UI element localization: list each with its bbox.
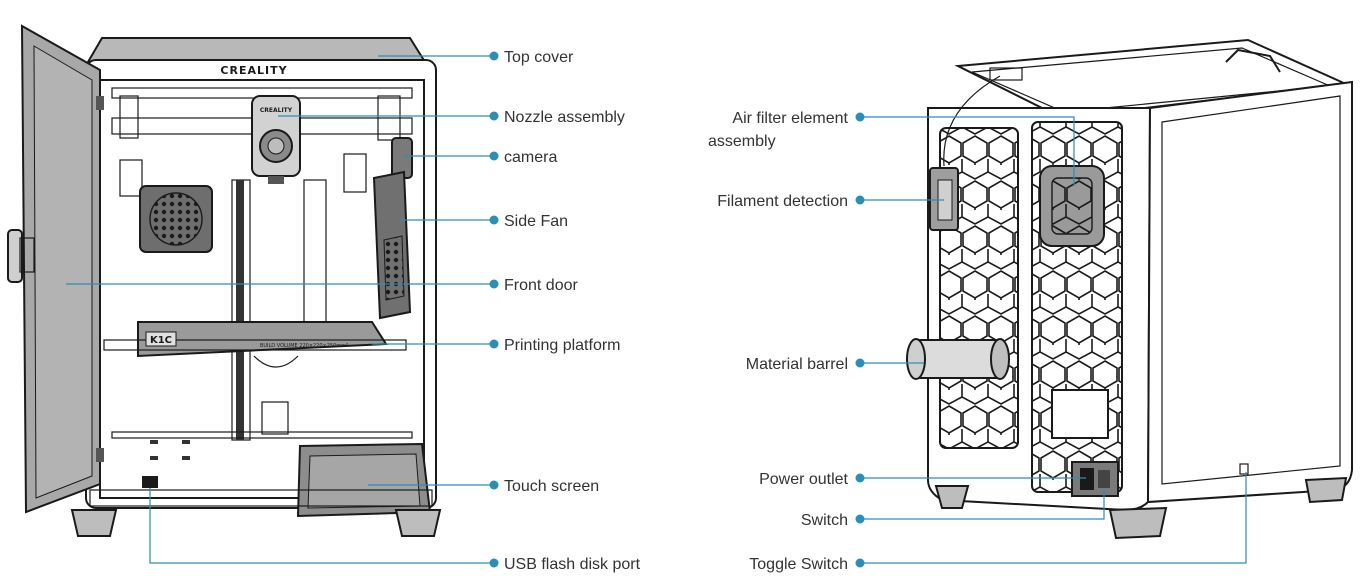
back-view (906, 38, 1353, 540)
leader-dot (489, 111, 499, 121)
leader-dot (489, 151, 499, 161)
leader-dot (489, 339, 499, 349)
leader-dot (489, 480, 499, 490)
label-nozzle-assembly: Nozzle assembly (504, 109, 625, 126)
label-toggle-switch: Toggle Switch (749, 556, 848, 573)
label-top-cover: Top cover (504, 49, 574, 66)
label-material-barrel: Material barrel (746, 356, 848, 373)
leader-dot (855, 514, 865, 524)
leader-dot (489, 51, 499, 61)
usb-port-shape (142, 476, 158, 488)
label-switch: Switch (801, 512, 848, 529)
label-air-filter: Air filter element (732, 110, 848, 127)
build-volume-text: BUILD VOLUME 220×220×250mm³ (260, 343, 348, 349)
front-logo: CREALITY (220, 64, 287, 77)
label-printing-platform: Printing platform (504, 337, 621, 354)
leader-dot (855, 195, 865, 205)
label-usb-port: USB flash disk port (504, 556, 641, 573)
power-outlet-shape (1071, 461, 1119, 497)
leader-dot (489, 279, 499, 289)
printing-platform-shape: K1C BUILD VOLUME 220×220×250mm³ (103, 321, 407, 358)
top-cover-shape (86, 37, 427, 63)
label-touch-screen: Touch screen (504, 478, 599, 495)
leader-dot (855, 358, 865, 368)
touch-screen-shape (296, 442, 432, 518)
label-power-outlet: Power outlet (759, 471, 848, 488)
leader-dot (855, 473, 865, 483)
filament-detection-shape (929, 75, 1001, 231)
leader-dot (489, 558, 499, 568)
label-air-filter-line2: assembly (708, 133, 776, 150)
front-door-shape (7, 24, 104, 514)
nozzle-assembly-shape: CREALITY (251, 95, 301, 184)
back-labels: Air filter element assembly Filament det… (708, 110, 1247, 573)
leader-dot (489, 215, 499, 225)
label-front-door: Front door (504, 277, 578, 294)
label-side-fan: Side Fan (504, 213, 568, 230)
air-filter-shape (1039, 165, 1105, 247)
nozzle-logo: CREALITY (260, 107, 293, 114)
material-barrel-shape (906, 338, 1010, 380)
leader-dot (855, 558, 865, 568)
label-filament-detection: Filament detection (717, 193, 848, 210)
front-view: CREALITY CREALITY (7, 24, 442, 537)
label-camera: camera (504, 149, 557, 166)
leader-dot (855, 112, 865, 122)
model-badge: K1C (150, 335, 172, 346)
front-labels: Top cover Nozzle assembly camera Side Fa… (66, 49, 641, 573)
rear-fan-shape (139, 185, 213, 253)
